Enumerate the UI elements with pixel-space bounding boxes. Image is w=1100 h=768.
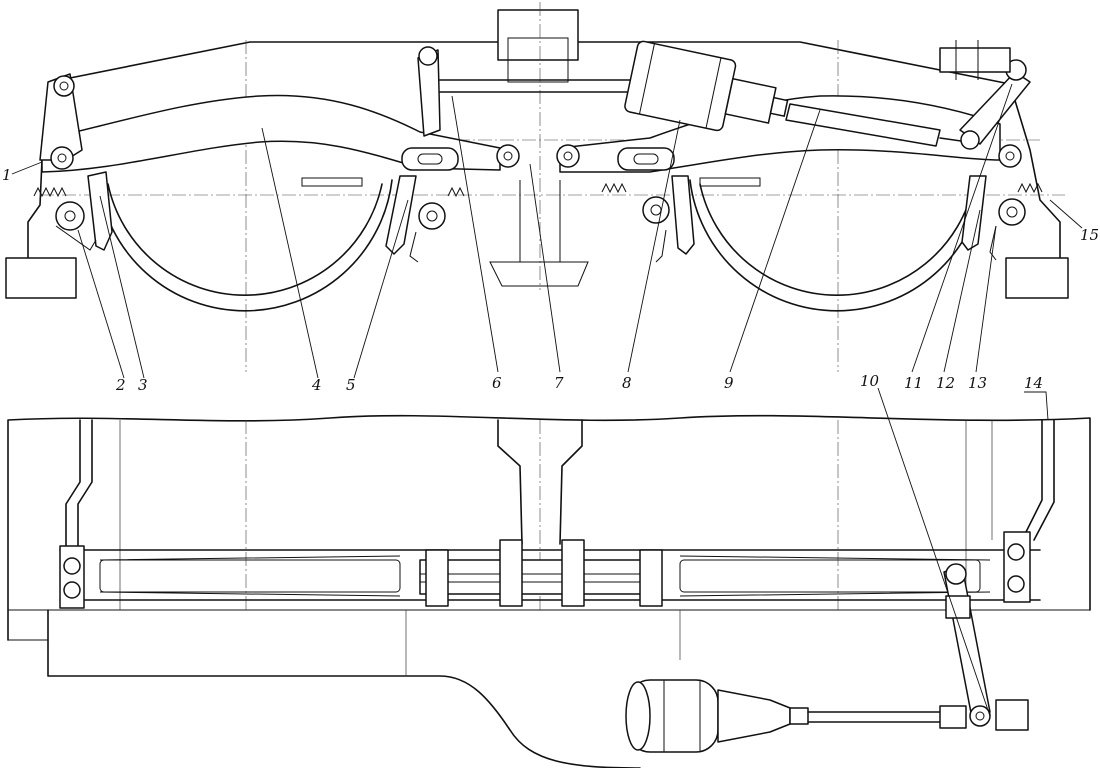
callout-14: 14 [1024,374,1043,392]
bolster-web [507,37,569,83]
shoe-holders [55,196,1026,263]
plan-brake-beams [59,549,1041,601]
right-slot-link [617,147,675,171]
plan-bolts [59,531,1031,609]
brake-shoe-left-outer [87,171,113,251]
centre-rail-section [497,419,583,545]
callout-12: 12 [936,374,955,392]
leader-lines [11,83,1083,717]
plan-view [7,414,1091,768]
left-axle-box [5,257,77,299]
side-elevation-view [5,2,1069,372]
callout-15: 15 [1080,226,1099,244]
callout-4: 4 [311,376,322,394]
left-slot-link [401,147,459,171]
push-rod [785,103,941,147]
callout-10: 10 [860,372,880,390]
callout-7: 7 [554,374,564,392]
right-top-bracket [939,47,1011,73]
centre-pivot-plate [489,261,589,287]
right-wheel-rim [699,183,975,296]
callout-6: 6 [492,374,502,392]
callout-2: 2 [115,376,126,394]
brake-shoe-right-outer [961,175,987,251]
brake-shoe-left-inner [385,175,417,255]
callout-3: 3 [138,376,148,394]
callout-5: 5 [346,376,356,394]
callout-13: 13 [968,374,987,392]
release-springs [33,182,1043,198]
left-wheel-rim [107,183,383,296]
callout-1: 1 [2,166,12,184]
right-axle-box [1005,257,1069,299]
plan-frame-outline [7,414,1091,768]
brake-cylinder-plan [625,679,967,753]
left-vertical-lever [39,73,83,161]
callout-numbers: 1 2 3 4 5 6 7 8 9 10 11 12 13 14 15 [2,166,1099,394]
brake-shoe-right-inner [671,175,695,255]
left-vertical-rod [65,419,93,549]
callout-9: 9 [724,374,734,392]
left-brake-beam [41,94,501,173]
callout-8: 8 [622,374,632,392]
callout-11: 11 [904,374,923,392]
centre-pin-right [556,144,580,168]
brake-cylinder-top [624,40,789,132]
left-wheel [97,179,393,312]
right-vertical-rod [1023,419,1055,541]
centre-bracket [497,9,579,61]
centre-pin-left [496,144,520,168]
